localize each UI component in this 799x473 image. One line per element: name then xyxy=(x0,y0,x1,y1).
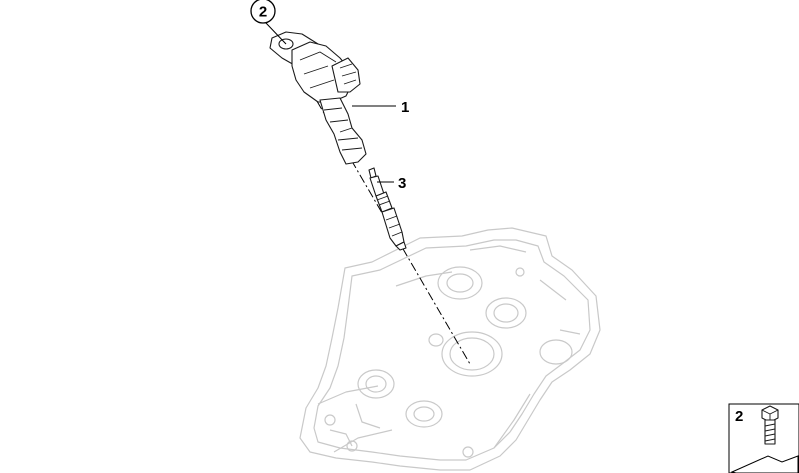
arrow-icon xyxy=(730,455,799,473)
ignition-coil xyxy=(269,31,367,165)
callout-3-label: 3 xyxy=(398,175,406,192)
callout-1: 1 xyxy=(352,99,409,116)
spark-plug xyxy=(368,167,407,251)
callout-1-label: 1 xyxy=(401,99,409,116)
cylinder-head-outline xyxy=(299,227,601,471)
callout-2-label: 2 xyxy=(259,4,267,21)
screw-icon xyxy=(761,405,779,445)
legend-box: 2 xyxy=(728,403,799,473)
callout-3: 3 xyxy=(377,175,406,192)
callout-2: 2 xyxy=(250,0,287,45)
legend-label: 2 xyxy=(735,408,743,425)
